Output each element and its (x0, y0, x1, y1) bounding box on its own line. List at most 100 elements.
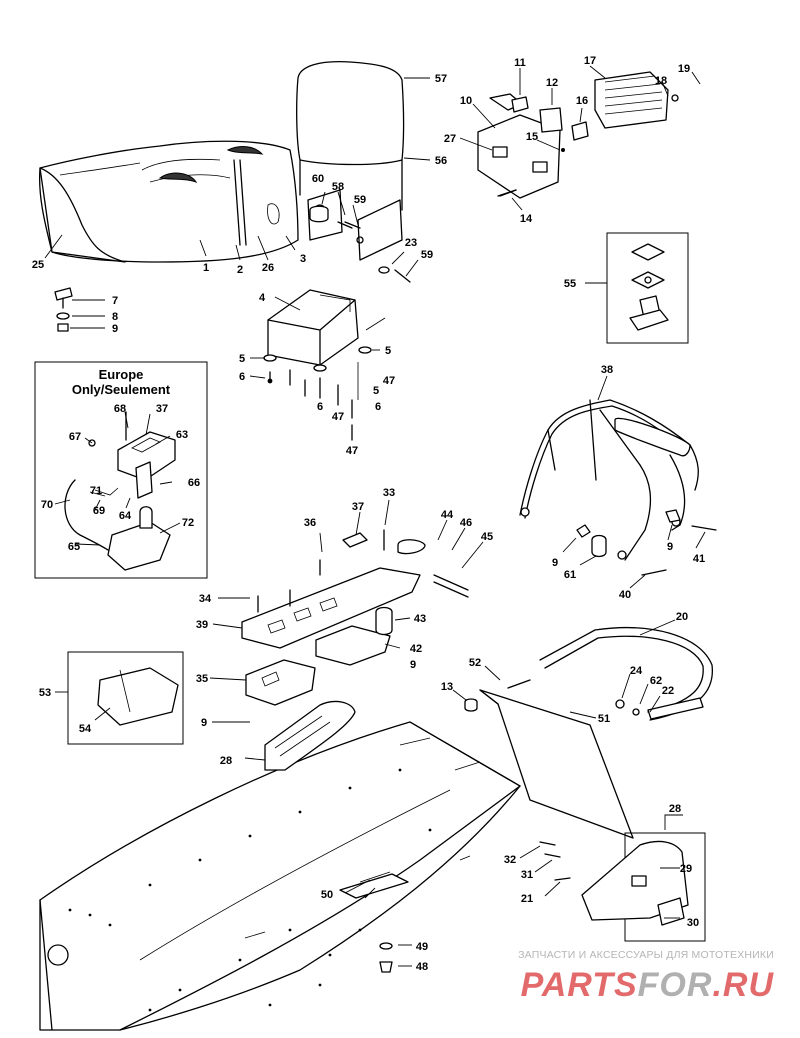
callout-18: 18 (655, 75, 667, 87)
callout-66: 66 (188, 477, 200, 489)
callout-37b: 37 (352, 501, 364, 513)
callout-39: 39 (196, 619, 208, 631)
snowflap-assembly (464, 627, 714, 839)
bumper-assembly-upper (264, 700, 356, 771)
leader-lines (44, 65, 706, 967)
callout-34: 34 (199, 593, 212, 605)
callout-68: 68 (114, 403, 126, 415)
callout-12: 12 (546, 77, 558, 89)
callout-59a: 59 (354, 194, 366, 206)
callout-23: 23 (405, 237, 417, 249)
hitch-plate-assembly (241, 529, 469, 706)
seat-assembly (38, 140, 299, 263)
grommet-set-box (606, 232, 689, 344)
callout-69: 69 (93, 505, 105, 517)
taillight-assembly (477, 71, 679, 199)
callout-28b: 28 (669, 803, 681, 815)
callout-65: 65 (68, 541, 80, 553)
callout-2: 2 (237, 264, 243, 276)
callout-9c: 9 (667, 541, 673, 553)
callout-52: 52 (469, 657, 481, 669)
storage-box (267, 289, 359, 366)
callout-47b: 47 (332, 411, 344, 423)
callout-1: 1 (203, 262, 209, 274)
callout-5c: 5 (373, 385, 379, 397)
callout-31: 31 (521, 869, 533, 881)
europe-subtitle: Only/Seulement (72, 382, 171, 397)
callout-50: 50 (321, 889, 333, 901)
callout-41: 41 (693, 553, 705, 565)
tunnel (39, 721, 521, 1031)
callout-9b: 9 (552, 557, 558, 569)
seat-sleeve-box (67, 651, 184, 745)
callout-4: 4 (259, 292, 266, 304)
callout-7: 7 (112, 295, 118, 307)
europe-title: Europe (99, 367, 144, 382)
callout-25: 25 (32, 259, 44, 271)
callout-47c: 47 (346, 445, 358, 457)
watermark-logo: PARTSFOR.RU (521, 966, 775, 1004)
callout-38: 38 (601, 364, 613, 376)
callout-40: 40 (619, 589, 631, 601)
watermark-logo-part3: .RU (712, 966, 774, 1004)
callout-55: 55 (564, 278, 576, 290)
callout-26: 26 (262, 262, 274, 274)
callout-42: 42 (410, 643, 422, 655)
callout-9a: 9 (112, 323, 118, 335)
callout-10: 10 (460, 95, 472, 107)
callout-9e: 9 (201, 717, 207, 729)
watermark: ЗАПЧАСТИ И АКСЕССУАРЫ ДЛЯ МОТОТЕХНИКИ PA… (518, 949, 774, 1004)
callout-59b: 59 (421, 249, 433, 261)
callout-labels: 1 2 3 4 5 5 5 6 6 6 7 8 9 9 9 9 9 10 11 … (32, 55, 705, 973)
callout-53: 53 (39, 687, 51, 699)
callout-35: 35 (196, 673, 208, 685)
callout-5b: 5 (385, 345, 391, 357)
callout-61: 61 (564, 569, 576, 581)
callout-46: 46 (460, 517, 472, 529)
callout-17: 17 (584, 55, 596, 67)
callout-13: 13 (441, 681, 453, 693)
callout-43: 43 (414, 613, 426, 625)
callout-48: 48 (416, 961, 428, 973)
watermark-logo-part2: FOR (638, 966, 713, 1004)
callout-37a: 37 (156, 403, 168, 415)
callout-6a: 6 (239, 371, 245, 383)
callout-30: 30 (687, 917, 699, 929)
callout-47a: 47 (383, 375, 395, 387)
box-fasteners (263, 346, 372, 441)
watermark-caption: ЗАПЧАСТИ И АКСЕССУАРЫ ДЛЯ МОТОТЕХНИКИ (518, 949, 774, 961)
callout-72: 72 (182, 517, 194, 529)
callout-32: 32 (504, 854, 516, 866)
callout-6b: 6 (317, 401, 323, 413)
bumper-assembly-lower (539, 832, 706, 942)
luggage-rack (519, 399, 699, 561)
callout-6c: 6 (375, 401, 381, 413)
europe-only-box: Europe Only/Seulement (34, 361, 208, 579)
callout-20: 20 (676, 611, 688, 623)
backrest-assembly (296, 60, 405, 261)
callout-24: 24 (630, 665, 643, 677)
callout-62: 62 (650, 675, 662, 687)
callout-16: 16 (576, 95, 588, 107)
callout-36: 36 (304, 517, 316, 529)
callout-22: 22 (662, 685, 674, 697)
callout-45: 45 (481, 531, 493, 543)
callout-15: 15 (526, 131, 538, 143)
callout-33: 33 (383, 487, 395, 499)
callout-57: 57 (435, 73, 447, 85)
callout-51: 51 (598, 713, 610, 725)
callout-3: 3 (300, 253, 306, 265)
callout-63: 63 (176, 429, 188, 441)
callout-49: 49 (416, 941, 428, 953)
callout-64: 64 (119, 510, 132, 522)
loose-hardware (54, 96, 589, 332)
callout-54: 54 (79, 723, 92, 735)
callout-8: 8 (112, 311, 118, 323)
callout-9d: 9 (410, 659, 416, 671)
callout-28a: 28 (220, 755, 232, 767)
callout-44: 44 (441, 509, 454, 521)
callout-27: 27 (444, 133, 456, 145)
watermark-logo-part1: PARTS (521, 966, 638, 1004)
callout-14: 14 (520, 213, 533, 225)
